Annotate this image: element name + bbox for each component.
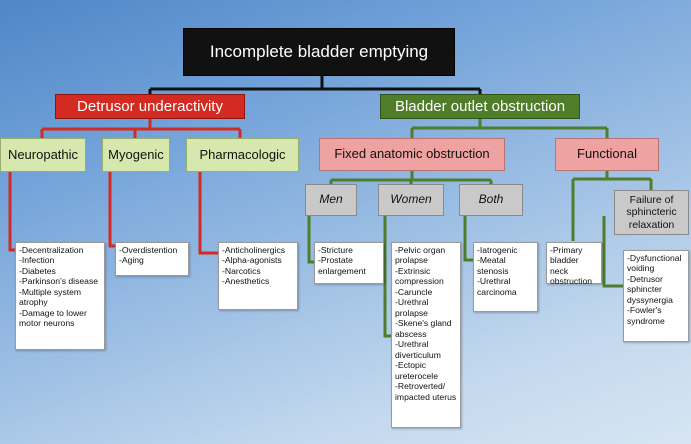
bladder-outlet-obstruction-node: Bladder outlet obstruction <box>380 94 580 119</box>
root-node: Incomplete bladder emptying <box>183 28 455 76</box>
list-item: -Skene's gland <box>395 318 452 329</box>
list-item: -Urethral <box>395 339 429 350</box>
myogenic-causes-list: -Overdistention -Aging <box>115 242 189 276</box>
primary-bladder-neck-list: -Primary bladder neck obstruction <box>546 242 602 287</box>
list-item: -Stricture <box>318 245 353 255</box>
neuropathic-causes-list: -Decentralization -Infection -Diabetes -… <box>15 242 105 350</box>
list-item: -Urethral <box>395 297 429 308</box>
list-item: voiding <box>627 263 655 274</box>
women-causes-list: -Pelvic organ prolapse -Extrinsic compre… <box>391 242 461 428</box>
list-item: impacted uterus <box>395 391 457 402</box>
women-node: Women <box>378 184 444 216</box>
list-item: obstruction <box>550 276 593 287</box>
list-item: enlargement <box>318 265 366 276</box>
detrusor-underactivity-node: Detrusor underactivity <box>55 94 245 119</box>
list-item: -Prostate <box>318 255 353 266</box>
functional-node: Functional <box>555 138 659 171</box>
list-item: -Anesthetics <box>222 276 270 287</box>
list-item: -Dysfunctional <box>627 253 682 263</box>
list-item: -Caruncle <box>395 286 433 297</box>
list-item: -Detrusor <box>627 273 663 284</box>
list-item: -Narcotics <box>222 265 261 276</box>
list-item: -Meatal <box>477 255 506 266</box>
list-item: -Diabetes <box>19 265 56 276</box>
list-item: -Anticholinergics <box>222 245 286 255</box>
myogenic-node: Myogenic <box>102 138 170 172</box>
list-item: -Extrinsic <box>395 265 431 276</box>
list-item: -Decentralization <box>19 245 84 255</box>
list-item: dyssynergia <box>627 294 673 305</box>
failure-title-line-2: sphincteric <box>626 206 677 219</box>
list-item: carcinoma <box>477 286 517 297</box>
list-item: ureterocele <box>395 370 438 381</box>
list-item: bladder neck <box>550 255 579 276</box>
list-item: -Primary <box>550 245 583 255</box>
list-item: stenosis <box>477 265 509 276</box>
failure-title-line-3: relaxation <box>628 218 675 231</box>
fixed-anatomic-obstruction-node: Fixed anatomic obstruction <box>319 138 505 171</box>
pharmacologic-causes-list: -Anticholinergics -Alpha-agonists -Narco… <box>218 242 298 310</box>
list-item: -Aging <box>119 255 144 266</box>
list-item: compression <box>395 276 444 287</box>
list-item: abscess <box>395 328 427 339</box>
list-item: atrophy <box>19 297 48 308</box>
list-item: -Damage to lower <box>19 307 87 318</box>
list-item: prolapse <box>395 255 428 266</box>
list-item: -Retroverted/ <box>395 381 446 392</box>
men-node: Men <box>305 184 357 216</box>
list-item: -Iatrogenic <box>477 245 518 255</box>
list-item: syndrome <box>627 315 665 326</box>
both-node: Both <box>459 184 523 216</box>
list-item: -Parkinson's disease <box>19 276 99 287</box>
both-causes-list: -Iatrogenic -Meatal stenosis -Urethral c… <box>473 242 538 312</box>
list-item: -Alpha-agonists <box>222 255 282 266</box>
failure-title-line-1: Failure of <box>629 194 674 207</box>
list-item: -Ectopic <box>395 360 427 371</box>
list-item: motor neurons <box>19 318 75 329</box>
list-item: -Urethral <box>477 276 511 287</box>
pharmacologic-node: Pharmacologic <box>186 138 299 172</box>
failure-sphincteric-relaxation-node: Failure of sphincteric relaxation <box>614 190 689 235</box>
list-item: diverticulum <box>395 349 441 360</box>
list-item: prolapse <box>395 307 428 318</box>
list-item: -Fowler's <box>627 305 662 316</box>
neuropathic-node: Neuropathic <box>0 138 86 172</box>
list-item: -Multiple system <box>19 286 82 297</box>
men-causes-list: -Stricture -Prostate enlargement <box>314 242 384 284</box>
failure-relaxation-causes-list: -Dysfunctional voiding -Detrusor sphinct… <box>623 250 689 342</box>
list-item: -Pelvic organ <box>395 245 446 255</box>
list-item: sphincter <box>627 284 662 295</box>
list-item: -Infection <box>19 255 55 266</box>
list-item: -Overdistention <box>119 245 178 255</box>
